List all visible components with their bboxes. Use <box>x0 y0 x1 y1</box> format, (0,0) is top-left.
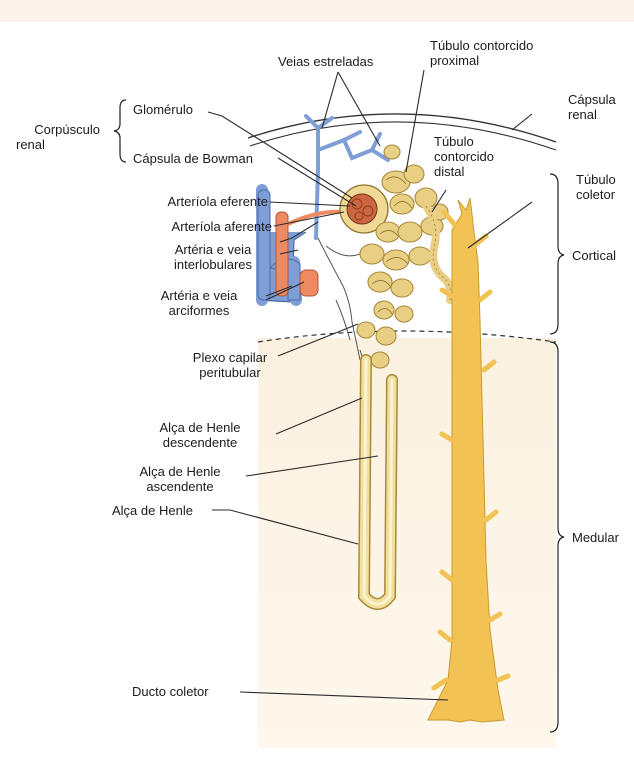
label-alca-henle: Alça de Henle <box>112 503 193 518</box>
label-arteria-interlobulares: Artéria e veiainterlobulares <box>148 242 278 272</box>
label-alca-ascendente: Alça de Henleascendente <box>120 464 240 494</box>
label-tubulo-distal: Túbulocontorcidodistal <box>434 134 494 179</box>
label-tubulo-proximal: Túbulo contorcidoproximal <box>430 38 533 68</box>
label-arteria-arciformes: Artéria e veiaarciformes <box>134 288 264 318</box>
label-cortical: Cortical <box>572 248 616 263</box>
label-plexo-capilar: Plexo capilarperitubular <box>180 350 280 380</box>
label-medular: Medular <box>572 530 619 545</box>
label-capsula-renal: Cápsularenal <box>568 92 616 122</box>
label-arteriola-aferente: Arteríola aferente <box>100 219 272 234</box>
label-capsula-bowman: Cápsula de Bowman <box>133 151 253 166</box>
label-ducto-coletor: Ducto coletor <box>132 684 209 699</box>
cortical-brace <box>550 174 564 334</box>
renal-capsule <box>248 114 556 142</box>
renal-capsule-inner <box>250 122 556 150</box>
corpusculo-brace <box>114 100 126 162</box>
medulla-region <box>258 338 556 748</box>
label-tubulo-coletor: Túbulocoletor <box>576 172 616 202</box>
label-glomerulo: Glomérulo <box>133 102 193 117</box>
label-corpusculo-renal: Corpúsculorenal <box>8 122 100 152</box>
label-arteriola-eferente: Arteríola eferente <box>100 194 268 209</box>
label-veias-estreladas: Veias estreladas <box>278 54 373 69</box>
label-alca-descendente: Alça de Henledescendente <box>140 420 260 450</box>
